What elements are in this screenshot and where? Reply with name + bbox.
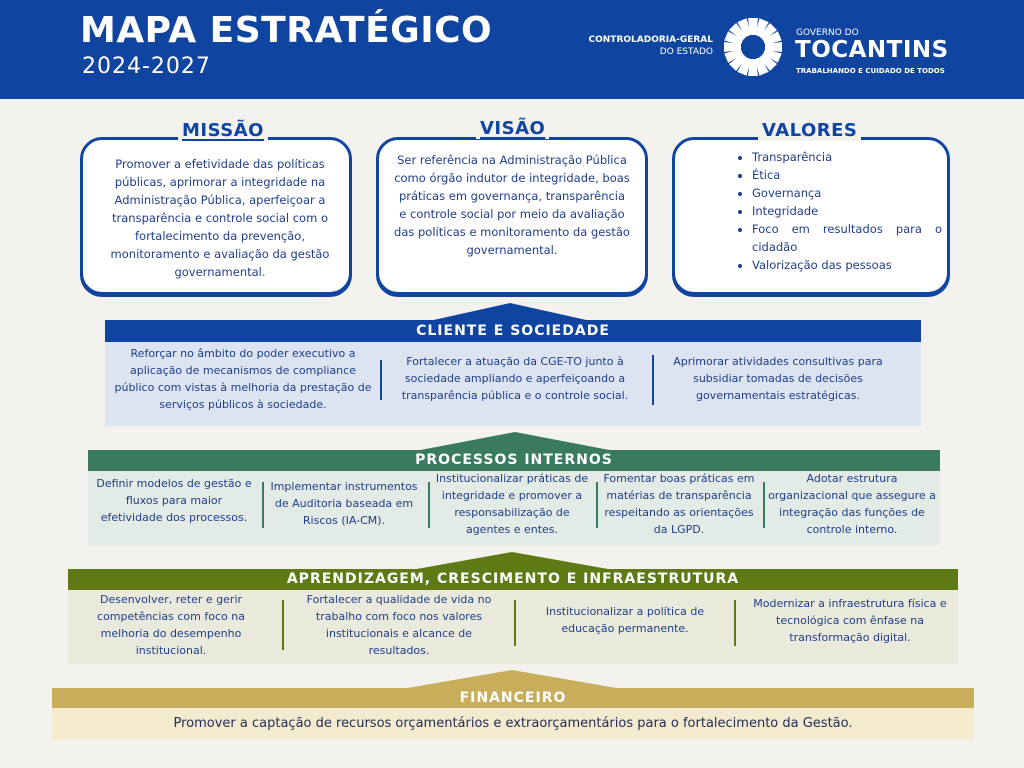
valores-item: Transparência — [752, 148, 942, 166]
processos-panel — [88, 471, 940, 545]
page-title: MAPA ESTRATÉGICO — [80, 10, 493, 51]
processos-item: Definir modelos de gestão e fluxos para … — [96, 477, 252, 524]
missao-title: MISSÃO — [178, 120, 268, 141]
aprendizagem-divider — [514, 600, 516, 646]
processos-divider — [428, 482, 430, 528]
processos-divider — [763, 482, 765, 528]
visao-title: VISÃO — [476, 118, 550, 139]
missao-card — [80, 137, 352, 295]
valores-item: Governança — [752, 184, 942, 202]
valores-title: VALORES — [758, 120, 862, 141]
cliente-item: Reforçar no âmbito do poder executivo a … — [114, 347, 372, 411]
cge-line2: DO ESTADO — [659, 47, 713, 57]
processos-bar: PROCESSOS INTERNOS — [88, 450, 940, 471]
processos-divider — [262, 482, 264, 528]
gov-line3: TRABALHANDO E CUIDADO DE TODOS — [796, 67, 945, 75]
page-years: 2024-2027 — [82, 54, 211, 79]
visao-card — [376, 137, 648, 295]
cliente-arrow — [420, 303, 600, 323]
gov-line2: TOCANTINS — [795, 37, 949, 63]
valores-list: Transparência Ética Governança Integrida… — [738, 148, 942, 274]
cliente-divider — [380, 360, 382, 400]
cliente-item: Aprimorar atividades consultivas para su… — [673, 355, 883, 402]
valores-item: Foco em resultados para o cidadão — [752, 220, 942, 256]
aprendizagem-item: Institucionalizar a política de educação… — [545, 605, 705, 635]
financeiro-panel — [52, 708, 974, 740]
financeiro-bar: FINANCEIRO — [52, 688, 974, 708]
processos-item: Fomentar boas práticas em matérias de tr… — [603, 472, 755, 536]
valores-item: Integridade — [752, 202, 942, 220]
aprendizagem-item: Modernizar a infraestrutura física e tec… — [753, 597, 947, 644]
aprendizagem-item: Desenvolver, reter e gerir competências … — [97, 593, 245, 657]
sun-logo-icon — [724, 18, 782, 76]
valores-item: Ética — [752, 166, 942, 184]
processos-item: Implementar instrumentos de Auditoria ba… — [270, 480, 418, 527]
cliente-panel — [105, 342, 921, 426]
processos-divider — [596, 482, 598, 528]
cge-label: CONTROLADORIA-GERAL DO ESTADO — [575, 34, 713, 58]
cliente-item: Fortalecer a atuação da CGE-TO junto à s… — [401, 355, 629, 402]
cliente-divider — [652, 355, 654, 405]
aprendizagem-panel — [68, 590, 958, 664]
processos-item: Institucionalizar práticas de integridad… — [435, 472, 589, 536]
missao-text: Promover a efetividade das políticas púb… — [110, 157, 330, 279]
aprendizagem-divider — [734, 600, 736, 646]
aprendizagem-divider — [282, 600, 284, 650]
cliente-bar: CLIENTE E SOCIEDADE — [105, 320, 921, 342]
valores-item: Valorização das pessoas — [752, 256, 942, 274]
aprendizagem-bar: APRENDIZAGEM, CRESCIMENTO E INFRAESTRUTU… — [68, 569, 958, 590]
financeiro-arrow — [396, 670, 628, 690]
cge-line1: CONTROLADORIA-GERAL — [588, 35, 713, 45]
visao-text: Ser referência na Administração Pública … — [394, 153, 630, 257]
aprendizagem-item: Fortalecer a qualidade de vida no trabal… — [306, 593, 492, 657]
gov-line1: GOVERNO DO — [796, 28, 859, 38]
header-banner: MAPA ESTRATÉGICO 2024-2027 CONTROLADORIA… — [0, 0, 1024, 99]
processos-arrow — [410, 432, 620, 452]
financeiro-text: Promover a captação de recursos orçament… — [173, 716, 853, 731]
processos-item: Adotar estrutura organizacional que asse… — [768, 472, 936, 536]
valores-card — [672, 137, 950, 295]
aprendizagem-arrow — [400, 552, 625, 572]
